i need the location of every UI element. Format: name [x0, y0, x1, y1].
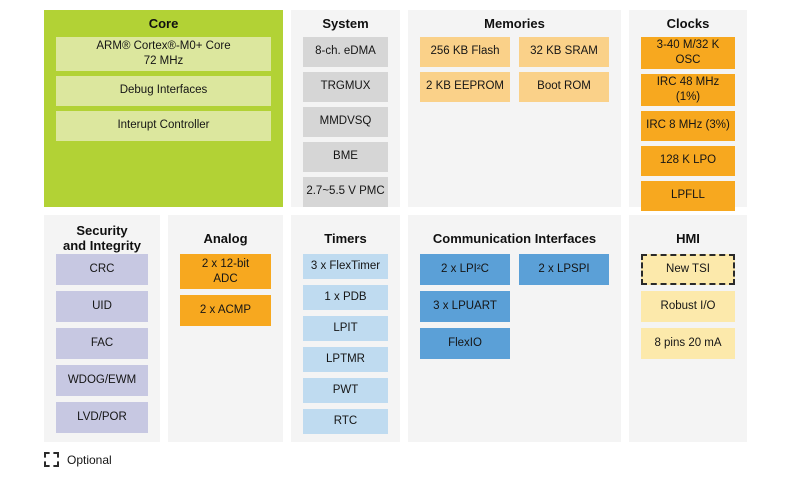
panel-core: Core ARM® Cortex®-M0+ Core 72 MHz Debug …: [44, 10, 283, 207]
panel-core-title: Core: [148, 16, 179, 31]
block-new-tsi-optional: New TSI: [641, 254, 735, 285]
panel-clocks: Clocks 3-40 M/32 K OSC IRC 48 MHz (1%) I…: [629, 10, 747, 211]
block-acmp: 2 x ACMP: [180, 295, 271, 326]
block-pmc: 2.7~5.5 V PMC: [303, 176, 388, 207]
block-arm-cortex-m0-core: ARM® Cortex®-M0+ Core 72 MHz: [56, 36, 271, 71]
block-osc: 3-40 M/32 K OSC: [641, 36, 735, 69]
panel-security-title: Security and Integrity: [62, 223, 141, 253]
panel-timers-title: Timers: [324, 230, 367, 246]
block-lpit: LPIT: [303, 316, 388, 341]
panel-analog-title: Analog: [203, 230, 248, 246]
block-lpfll: LPFLL: [641, 180, 735, 211]
block-bme: BME: [303, 141, 388, 172]
block-flash: 256 KB Flash: [420, 36, 510, 67]
block-flexio: FlexIO: [420, 328, 510, 359]
block-rtc: RTC: [303, 409, 388, 434]
legend-optional-label: Optional: [67, 452, 112, 467]
panel-communication-interfaces: Communication Interfaces 2 x LPI²C 2 x L…: [408, 215, 621, 442]
panel-hmi-title: HMI: [676, 230, 700, 246]
panel-system: System 8-ch. eDMA TRGMUX MMDVSQ BME 2.7~…: [291, 10, 400, 207]
block-lpi2c: 2 x LPI²C: [420, 254, 510, 285]
panel-security-and-integrity: Security and Integrity CRC UID FAC WDOG/…: [44, 215, 160, 442]
panel-timers: Timers 3 x FlexTimer 1 x PDB LPIT LPTMR …: [291, 215, 400, 442]
panel-memories-title: Memories: [484, 16, 545, 31]
panel-memories: Memories 256 KB Flash 32 KB SRAM 2 KB EE…: [408, 10, 621, 207]
legend-optional: Optional: [44, 452, 112, 467]
block-mmdvsq: MMDVSQ: [303, 106, 388, 137]
block-irc-48mhz: IRC 48 MHz (1%): [641, 73, 735, 106]
block-irc-8mhz: IRC 8 MHz (3%): [641, 110, 735, 141]
panel-hmi-blocks: New TSI Robust I/O 8 pins 20 mA: [629, 254, 747, 359]
block-fac: FAC: [56, 328, 148, 359]
panel-system-blocks: 8-ch. eDMA TRGMUX MMDVSQ BME 2.7~5.5 V P…: [291, 36, 400, 207]
block-pdb: 1 x PDB: [303, 285, 388, 310]
block-crc: CRC: [56, 254, 148, 285]
block-boot-rom: Boot ROM: [519, 71, 609, 102]
block-pwt: PWT: [303, 378, 388, 403]
panel-core-blocks: ARM® Cortex®-M0+ Core 72 MHz Debug Inter…: [44, 36, 283, 141]
block-sram: 32 KB SRAM: [519, 36, 609, 67]
block-lpo: 128 K LPO: [641, 145, 735, 176]
panel-analog-blocks: 2 x 12-bit ADC 2 x ACMP: [168, 254, 283, 326]
panel-memories-blocks: 256 KB Flash 32 KB SRAM 2 KB EEPROM Boot…: [408, 36, 621, 102]
block-debug-interfaces: Debug Interfaces: [56, 75, 271, 106]
block-eeprom: 2 KB EEPROM: [420, 71, 510, 102]
block-flextimer: 3 x FlexTimer: [303, 254, 388, 279]
optional-dashed-swatch-icon: [44, 452, 59, 467]
block-8-pins-20ma: 8 pins 20 mA: [641, 328, 735, 359]
block-wdog-ewm: WDOG/EWM: [56, 365, 148, 396]
block-lptmr: LPTMR: [303, 347, 388, 372]
panel-clocks-title: Clocks: [666, 16, 710, 31]
panel-comm-title: Communication Interfaces: [432, 230, 597, 246]
panel-timers-blocks: 3 x FlexTimer 1 x PDB LPIT LPTMR PWT RTC: [291, 254, 400, 434]
block-adc: 2 x 12-bit ADC: [180, 254, 271, 289]
block-robust-io: Robust I/O: [641, 291, 735, 322]
block-uid: UID: [56, 291, 148, 322]
panel-clocks-blocks: 3-40 M/32 K OSC IRC 48 MHz (1%) IRC 8 MH…: [629, 36, 747, 211]
block-lpspi: 2 x LPSPI: [519, 254, 609, 285]
panel-security-blocks: CRC UID FAC WDOG/EWM LVD/POR: [44, 254, 160, 433]
block-lpuart: 3 x LPUART: [420, 291, 510, 322]
block-interrupt-controller: Interupt Controller: [56, 110, 271, 141]
panel-comm-blocks: 2 x LPI²C 2 x LPSPI 3 x LPUART FlexIO: [408, 254, 621, 359]
panel-hmi: HMI New TSI Robust I/O 8 pins 20 mA: [629, 215, 747, 442]
block-trgmux: TRGMUX: [303, 71, 388, 102]
block-edma: 8-ch. eDMA: [303, 36, 388, 67]
block-lvd-por: LVD/POR: [56, 402, 148, 433]
panel-system-title: System: [322, 16, 369, 31]
panel-analog: Analog 2 x 12-bit ADC 2 x ACMP: [168, 215, 283, 442]
